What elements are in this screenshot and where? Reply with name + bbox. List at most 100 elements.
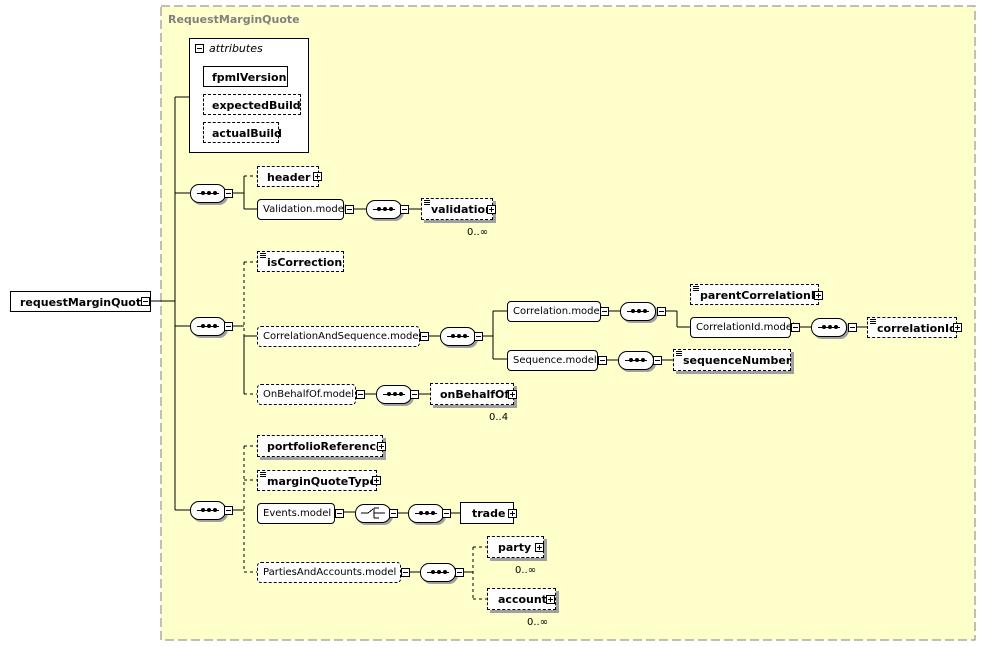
group-onbehalfof-model[interactable]: OnBehalfOf.model — [257, 384, 356, 405]
expand-icon[interactable] — [508, 390, 517, 399]
choice-compositor — [355, 504, 391, 523]
element-label: account — [498, 593, 547, 606]
collapse-icon[interactable] — [195, 44, 204, 53]
collapse-icon[interactable] — [848, 323, 857, 332]
expand-icon[interactable] — [372, 476, 381, 485]
collapse-icon[interactable] — [401, 568, 410, 577]
element-label: correlationId — [877, 322, 957, 335]
expand-icon[interactable] — [546, 595, 555, 604]
collapse-icon[interactable] — [224, 189, 233, 198]
group-correlationandsequence-model[interactable]: CorrelationAndSequence.model — [257, 326, 422, 347]
collapse-icon[interactable] — [600, 307, 609, 316]
collapse-icon[interactable] — [442, 509, 451, 518]
group-correlationid-model[interactable]: CorrelationId.model — [690, 317, 795, 338]
complex-type-title: RequestMarginQuote — [168, 13, 300, 26]
element-header[interactable]: header — [257, 166, 319, 187]
sequence-compositor — [440, 327, 476, 346]
element-label: trade — [472, 507, 506, 520]
element-validation[interactable]: validation — [421, 198, 493, 220]
collapse-icon[interactable] — [455, 568, 464, 577]
element-label: sequenceNumber — [683, 354, 792, 367]
collapse-icon[interactable] — [141, 297, 150, 306]
element-portfolioreference[interactable]: portfolioReference — [257, 435, 383, 457]
sequence-compositor — [366, 200, 402, 219]
element-label: marginQuoteType — [267, 475, 377, 488]
root-element[interactable]: requestMarginQuote — [10, 291, 151, 312]
root-element-label: requestMarginQuote — [20, 296, 149, 309]
collapse-icon[interactable] — [335, 509, 344, 518]
collapse-icon[interactable] — [653, 356, 662, 365]
collapse-icon[interactable] — [474, 332, 483, 341]
group-sequence-model[interactable]: Sequence.model — [507, 350, 598, 371]
occurrence-label: 0..∞ — [467, 227, 489, 238]
attribute-label: actualBuild — [212, 127, 282, 140]
sequence-compositor — [420, 563, 456, 582]
group-label: OnBehalfOf.model — [263, 389, 354, 400]
doc-icon — [676, 351, 682, 357]
group-label: PartiesAndAccounts.model — [263, 567, 397, 578]
expand-icon[interactable] — [313, 172, 322, 181]
group-label: CorrelationAndSequence.model — [263, 331, 422, 342]
expand-icon[interactable] — [487, 205, 496, 214]
expand-icon[interactable] — [377, 442, 386, 451]
collapse-icon[interactable] — [410, 390, 419, 399]
element-sequencenumber[interactable]: sequenceNumber — [673, 349, 791, 371]
collapse-icon[interactable] — [791, 323, 800, 332]
element-marginquotetype[interactable]: marginQuoteType — [257, 470, 377, 491]
group-events-model[interactable]: Events.model — [257, 503, 335, 524]
expand-icon[interactable] — [814, 291, 823, 300]
doc-icon — [693, 286, 699, 292]
attribute-expectedbuild[interactable]: expectedBuild — [203, 94, 301, 115]
expand-icon[interactable] — [508, 509, 517, 518]
choice-icon — [361, 507, 385, 519]
collapse-icon[interactable] — [389, 509, 398, 518]
collapse-icon[interactable] — [657, 307, 666, 316]
group-partiesandaccounts-model[interactable]: PartiesAndAccounts.model — [257, 562, 401, 583]
group-validation-model[interactable]: Validation.model — [257, 199, 347, 220]
element-label: isCorrection — [267, 256, 343, 269]
attribute-actualbuild[interactable]: actualBuild — [203, 122, 282, 143]
expand-icon[interactable] — [535, 543, 544, 552]
group-label: Validation.model — [263, 204, 347, 215]
sequence-compositor — [618, 351, 654, 370]
occurrence-label: 0..4 — [489, 412, 509, 423]
element-iscorrection[interactable]: isCorrection — [257, 251, 344, 272]
doc-icon — [260, 472, 266, 478]
sequence-compositor — [811, 318, 847, 337]
element-label: portfolioReference — [267, 440, 384, 453]
group-label: CorrelationId.model — [696, 322, 795, 333]
group-label: Sequence.model — [513, 355, 597, 366]
sequence-compositor — [190, 317, 226, 336]
doc-icon — [260, 253, 266, 259]
attribute-label: expectedBuild — [212, 99, 301, 112]
collapse-icon[interactable] — [598, 356, 607, 365]
collapse-icon[interactable] — [356, 390, 365, 399]
expand-icon[interactable] — [953, 323, 962, 332]
element-label: parentCorrelationId — [700, 289, 823, 302]
doc-icon — [870, 319, 876, 325]
collapse-icon[interactable] — [224, 322, 233, 331]
element-trade[interactable]: trade — [460, 502, 514, 524]
element-account[interactable]: account — [487, 588, 556, 610]
collapse-icon[interactable] — [400, 205, 409, 214]
element-label: validation — [431, 203, 493, 216]
collapse-icon[interactable] — [224, 506, 233, 515]
element-parentcorrelationid[interactable]: parentCorrelationId — [690, 284, 823, 305]
element-onbehalfof[interactable]: onBehalfOf — [430, 383, 514, 405]
attribute-label: fpmlVersion — [212, 71, 287, 84]
attribute-fpmlversion[interactable]: fpmlVersion — [203, 66, 288, 87]
group-label: Events.model — [263, 508, 332, 519]
sequence-compositor — [620, 302, 656, 321]
group-label: Correlation.model — [513, 306, 603, 317]
element-label: onBehalfOf — [440, 388, 510, 401]
group-correlation-model[interactable]: Correlation.model — [507, 301, 603, 322]
element-label: party — [498, 541, 532, 554]
collapse-icon[interactable] — [345, 205, 354, 214]
element-label: header — [267, 171, 311, 184]
occurrence-label: 0..∞ — [527, 617, 549, 628]
collapse-icon[interactable] — [420, 332, 429, 341]
sequence-compositor — [190, 501, 226, 520]
element-correlationid[interactable]: correlationId — [867, 317, 957, 338]
sequence-compositor — [408, 504, 444, 523]
